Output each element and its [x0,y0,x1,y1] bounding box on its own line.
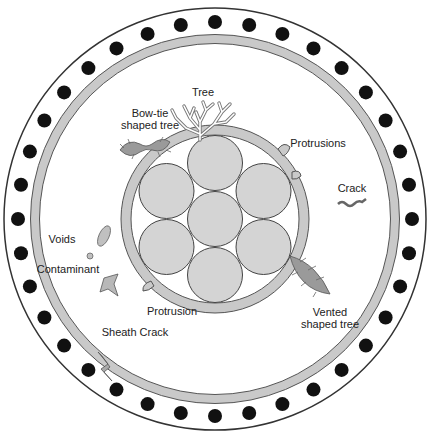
screen-edge [40,44,391,395]
sheath-crack [98,352,112,381]
bow-tie-tree [120,137,171,159]
tree-label: Tree [192,86,214,98]
neutral-wire [174,406,188,420]
neutral-wire [14,178,28,192]
crack [338,199,366,206]
neutral-wire [307,383,321,397]
water-tree [172,102,234,140]
neutral-wire [110,41,124,55]
contaminant [100,274,118,296]
neutral-wire [57,339,71,353]
voids-label: Voids [49,233,76,245]
screen-edge [121,125,309,313]
conductor-strand [188,136,243,191]
neutral-wire [307,41,321,55]
neutral-wire [208,409,222,423]
conductor-screen [126,130,304,308]
conductor-strand [139,220,194,275]
neutral-wire [242,406,256,420]
bow-tie-label: Bow-tie shaped tree [115,107,185,131]
neutral-wire [275,397,289,411]
protrusion [143,281,154,291]
neutral-wire [141,27,155,41]
protrusions-label: Protrusions [290,137,346,149]
protrusion [278,144,290,156]
sheath-crack-label: Sheath Crack [102,326,169,338]
vented-tree-label: Vented shaped tree [295,306,365,330]
neutral-wire [23,279,37,293]
conductor-strand [139,164,194,219]
neutral-wire [402,246,416,260]
neutral-wire [57,85,71,99]
conductor-strand [236,164,291,219]
neutral-wire [23,145,37,159]
neutral-wire [141,397,155,411]
neutral-wire [405,212,419,226]
neutral-wire [37,114,51,128]
conductor-strands [139,136,291,303]
neutral-wire [14,246,28,260]
neutral-wire [393,145,407,159]
protrusion-label: Protrusion [147,305,197,317]
screen-edge [31,35,400,404]
neutral-wire [11,212,25,226]
outer-jacket [4,8,426,430]
void [95,224,113,248]
protrusion [292,171,301,179]
neutral-wire [275,27,289,41]
neutral-wires [11,15,419,423]
neutral-wire [208,15,222,29]
neutral-wire [393,279,407,293]
neutral-wire [379,114,393,128]
neutral-wire [402,178,416,192]
contaminant-label: Contaminant [37,263,99,275]
neutral-wire [81,363,95,377]
neutral-wire [335,61,349,75]
neutral-wire [174,18,188,32]
neutral-wire [110,383,124,397]
neutral-wire [81,61,95,75]
neutral-wire [335,363,349,377]
neutral-wire [359,85,373,99]
conductor-strand [188,248,243,303]
screen-edge [131,135,299,303]
vented-tree [290,256,330,297]
crack-label: Crack [338,182,367,194]
conductor-strand [188,192,243,247]
neutral-wire [37,311,51,325]
void [87,253,93,259]
neutral-wire [379,311,393,325]
neutral-wire [242,18,256,32]
neutral-wire [359,339,373,353]
conductor-strand [236,220,291,275]
insulation-screen [35,39,395,399]
